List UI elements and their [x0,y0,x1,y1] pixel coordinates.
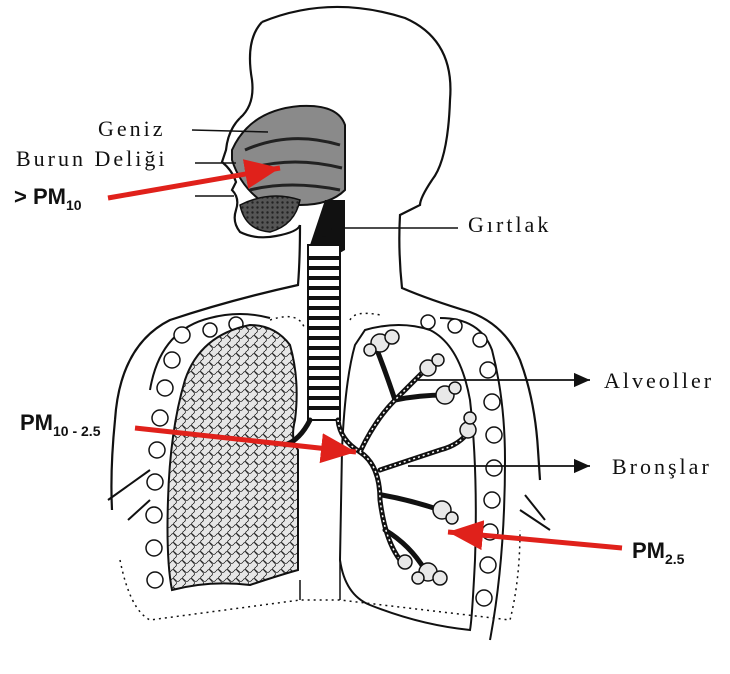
trachea [308,228,340,420]
label-bronslar: Bronşlar [612,456,712,478]
label-pm10: > PM10 [14,186,82,212]
right-lung [340,325,476,630]
nasal-cavity [232,106,345,205]
left-lung [168,325,299,590]
label-pm25: PM2.5 [632,540,684,566]
label-girtlak: Gırtlak [468,214,551,236]
label-alveoller: Alveoller [604,370,714,392]
label-burun-deligi: Burun Deliği [16,148,168,170]
label-pm10-25: PM10 - 2.5 [20,412,100,438]
label-geniz: Geniz [98,118,166,140]
